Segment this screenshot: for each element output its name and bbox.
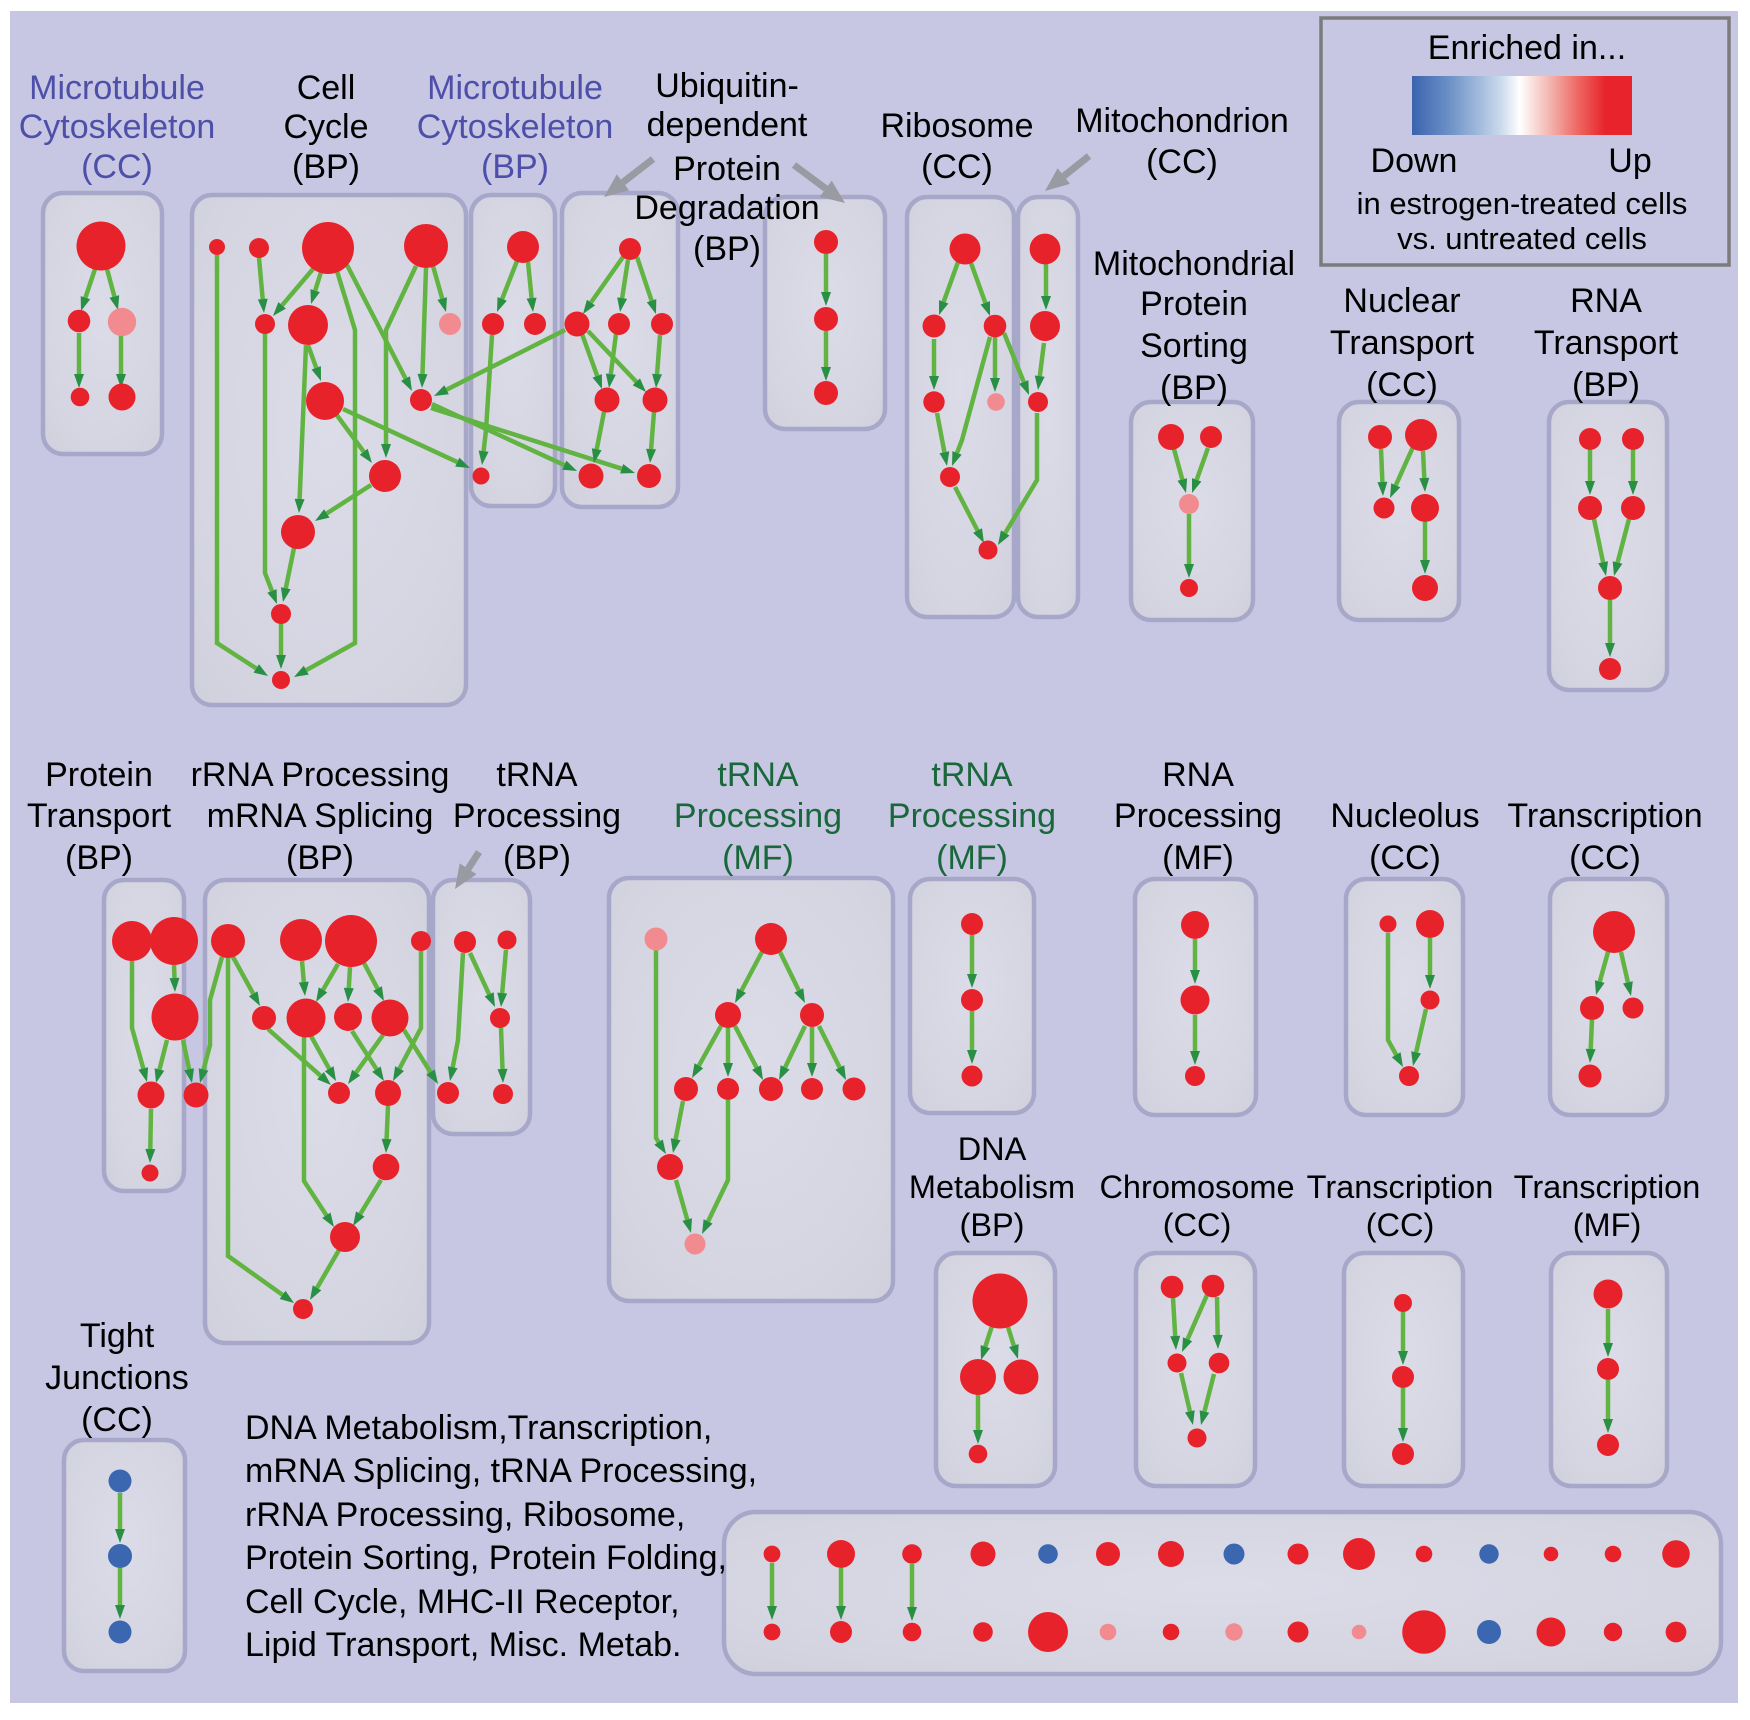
svg-text:Processing: Processing	[674, 797, 842, 835]
svg-text:Microtubule: Microtubule	[29, 69, 205, 107]
svg-text:Transcription: Transcription	[1507, 797, 1702, 835]
svg-text:(BP): (BP)	[481, 148, 549, 186]
svg-text:Transport: Transport	[1534, 324, 1679, 362]
svg-text:Ribosome: Ribosome	[880, 107, 1033, 145]
svg-text:Cytoskeleton: Cytoskeleton	[417, 108, 614, 146]
svg-text:Up: Up	[1608, 142, 1651, 180]
svg-text:Protein: Protein	[45, 756, 153, 794]
svg-text:Transport: Transport	[27, 797, 172, 835]
svg-text:in estrogen-treated cells: in estrogen-treated cells	[1357, 186, 1688, 221]
svg-text:Nucleolus: Nucleolus	[1330, 797, 1479, 835]
svg-text:(CC): (CC)	[921, 148, 993, 186]
svg-text:Protein Sorting, Protein Foldi: Protein Sorting, Protein Folding,	[245, 1539, 727, 1577]
svg-text:Chromosome: Chromosome	[1099, 1169, 1294, 1205]
svg-text:(BP): (BP)	[292, 148, 360, 186]
svg-text:dependent: dependent	[647, 106, 808, 144]
svg-text:Tight: Tight	[80, 1317, 155, 1355]
svg-text:(CC): (CC)	[1366, 366, 1438, 404]
svg-text:Processing: Processing	[1114, 797, 1282, 835]
svg-text:(CC): (CC)	[81, 148, 153, 186]
svg-text:(BP): (BP)	[503, 839, 571, 877]
svg-text:Nuclear: Nuclear	[1343, 282, 1460, 320]
svg-text:(MF): (MF)	[1162, 839, 1234, 877]
svg-text:Transport: Transport	[1330, 324, 1475, 362]
svg-text:Cell Cycle, MHC-II Receptor,: Cell Cycle, MHC-II Receptor,	[245, 1583, 680, 1621]
svg-text:DNA: DNA	[958, 1131, 1027, 1167]
svg-text:rRNA Processing: rRNA Processing	[191, 756, 450, 794]
svg-text:tRNA: tRNA	[931, 756, 1013, 794]
svg-text:Sorting: Sorting	[1140, 327, 1248, 365]
svg-text:vs. untreated cells: vs. untreated cells	[1397, 221, 1647, 256]
svg-text:Junctions: Junctions	[45, 1359, 189, 1397]
svg-text:Protein: Protein	[673, 150, 781, 188]
svg-text:(MF): (MF)	[936, 839, 1008, 877]
svg-text:mRNA Splicing, tRNA Processing: mRNA Splicing, tRNA Processing,	[245, 1452, 757, 1490]
svg-text:(CC): (CC)	[81, 1401, 153, 1439]
svg-text:Lipid Transport, Misc. Metab.: Lipid Transport, Misc. Metab.	[245, 1626, 682, 1664]
svg-text:Protein: Protein	[1140, 285, 1248, 323]
svg-text:Cycle: Cycle	[283, 108, 368, 146]
svg-text:Enriched in...: Enriched in...	[1428, 29, 1626, 67]
svg-text:Transcription: Transcription	[1514, 1169, 1701, 1205]
svg-text:Processing: Processing	[453, 797, 621, 835]
svg-text:(BP): (BP)	[1160, 369, 1228, 407]
svg-text:RNA: RNA	[1570, 282, 1642, 320]
svg-text:(BP): (BP)	[693, 230, 761, 268]
svg-text:(BP): (BP)	[1572, 366, 1640, 404]
svg-text:(CC): (CC)	[1366, 1207, 1435, 1243]
svg-text:(BP): (BP)	[960, 1207, 1025, 1243]
svg-text:mRNA Splicing: mRNA Splicing	[207, 797, 434, 835]
svg-text:DNA Metabolism,Transcription,: DNA Metabolism,Transcription,	[245, 1409, 712, 1447]
svg-text:Microtubule: Microtubule	[427, 69, 603, 107]
svg-text:(CC): (CC)	[1369, 839, 1441, 877]
svg-text:Mitochondrion: Mitochondrion	[1075, 102, 1289, 140]
svg-text:(BP): (BP)	[286, 839, 354, 877]
svg-text:tRNA: tRNA	[496, 756, 578, 794]
svg-text:(CC): (CC)	[1569, 839, 1641, 877]
svg-text:(MF): (MF)	[722, 839, 794, 877]
svg-text:Down: Down	[1371, 142, 1458, 180]
svg-text:Transcription: Transcription	[1307, 1169, 1494, 1205]
svg-text:tRNA: tRNA	[717, 756, 799, 794]
svg-text:Cytoskeleton: Cytoskeleton	[19, 108, 216, 146]
svg-text:Mitochondrial: Mitochondrial	[1093, 245, 1295, 283]
svg-text:Processing: Processing	[888, 797, 1056, 835]
svg-text:Ubiquitin-: Ubiquitin-	[655, 67, 799, 105]
svg-text:Metabolism: Metabolism	[909, 1169, 1075, 1205]
svg-text:(BP): (BP)	[65, 839, 133, 877]
svg-text:(CC): (CC)	[1163, 1207, 1232, 1243]
svg-text:(MF): (MF)	[1573, 1207, 1642, 1243]
svg-text:(CC): (CC)	[1146, 143, 1218, 181]
svg-text:Cell: Cell	[297, 69, 356, 107]
svg-text:RNA: RNA	[1162, 756, 1234, 794]
svg-text:rRNA Processing, Ribosome,: rRNA Processing, Ribosome,	[245, 1496, 685, 1534]
svg-text:Degradation: Degradation	[634, 189, 819, 227]
